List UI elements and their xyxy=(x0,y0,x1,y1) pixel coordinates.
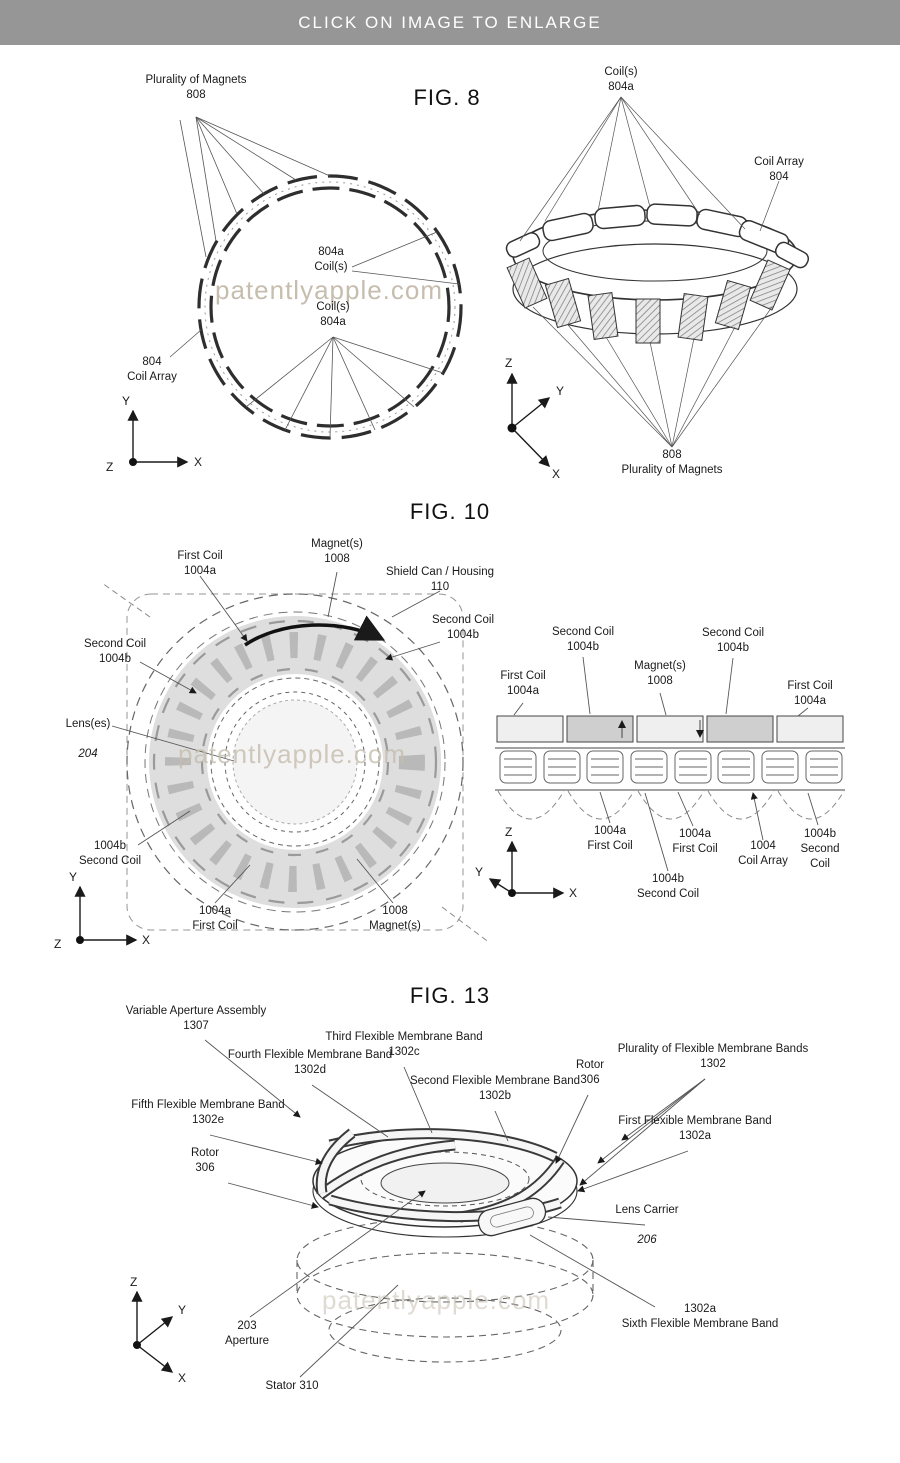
enlarge-banner: CLICK ON IMAGE TO ENLARGE xyxy=(0,0,900,45)
fig10-cs-label-first-coil-bottom-1: 1004a First Coil xyxy=(587,825,633,852)
fig8-axis-right xyxy=(506,372,551,468)
fig10-axis-right xyxy=(488,840,565,899)
fig8-label-plurality-of-magnets-bottom: 808 Plurality of Magnets xyxy=(621,449,723,476)
fig13-label-rotor-left: Rotor 306 xyxy=(190,1147,220,1174)
fig8-axis-left xyxy=(127,409,189,468)
fig10-axis-right-x: X xyxy=(569,886,577,900)
fig10-label-lenses-num: 204 xyxy=(78,747,98,760)
watermark-fig10: patentlyapple.com xyxy=(178,739,407,769)
fig10-axis-left xyxy=(74,885,138,946)
patent-figure-image[interactable]: Y X Z xyxy=(0,45,900,1463)
fig8-label-coils-top-right: Coil(s) 804a xyxy=(604,66,638,93)
fig13-label-third-band: Third Flexible Membrane Band 1302c xyxy=(325,1031,483,1058)
enlarge-banner-text: CLICK ON IMAGE TO ENLARGE xyxy=(298,12,602,32)
fig10-label-magnets-bottom: 1008 Magnet(s) xyxy=(369,905,421,932)
fig8-top-view-drawing: Y X Z xyxy=(106,116,463,474)
fig10-label-second-coil-bottom-left: 1004b Second Coil xyxy=(78,840,141,867)
fig10-cs-label-second-coil-bottom: 1004b Second Coil xyxy=(636,873,699,900)
fig13-axis xyxy=(131,1290,174,1373)
fig13-label-fifth-band: Fifth Flexible Membrane Band 1302e xyxy=(131,1099,285,1126)
fig8-label-coils-center-2: Coil(s) 804a xyxy=(316,301,350,328)
fig8-label-coils-center-1: 804a Coil(s) xyxy=(314,246,348,273)
fig10-title: FIG. 10 xyxy=(409,499,491,524)
fig10-label-shield-can-housing: Shield Can / Housing 110 xyxy=(385,566,495,593)
fig10-ring-drawing: Y X Z xyxy=(54,571,491,951)
fig8-axis-right-z: Z xyxy=(505,356,512,370)
watermark-fig13: patentlyapple.com xyxy=(322,1285,551,1315)
fig8-axis-right-x: X xyxy=(552,467,560,481)
fig13-label-lens-carrier-num: 206 xyxy=(637,1233,657,1246)
fig8-axis-right-y: Y xyxy=(556,384,564,398)
fig10-label-lenses: Lens(es) 204 xyxy=(43,702,133,777)
fig8-title: FIG. 8 xyxy=(413,85,481,110)
fig8-axis-left-x: X xyxy=(194,455,202,469)
fig10-label-lenses-name: Lens(es) xyxy=(65,717,111,730)
fig10-axis-left-x: X xyxy=(142,933,150,947)
fig13-label-second-band: Second Flexible Membrane Band 1302b xyxy=(409,1075,581,1102)
fig8-label-coil-array-right: Coil Array 804 xyxy=(754,156,804,183)
fig13-axis-z: Z xyxy=(130,1275,137,1289)
fig8-perspective-drawing: Z Y X xyxy=(505,96,810,481)
fig10-label-second-coil-left: Second Coil 1004b xyxy=(83,638,146,665)
fig10-axis-left-z: Z xyxy=(54,937,61,951)
fig13-label-variable-aperture-assembly: Variable Aperture Assembly 1307 xyxy=(125,1005,267,1032)
fig10-cs-label-second-coil-bottom-right: 1004b Second Coil xyxy=(800,828,840,870)
fig8-label-coil-array-left: 804 Coil Array xyxy=(127,356,177,383)
fig10-axis-right-y: Y xyxy=(475,865,483,879)
fig13-axis-y: Y xyxy=(178,1303,186,1317)
fig8-axis-left-y: Y xyxy=(122,394,130,408)
fig10-cross-section-drawing: Z X Y xyxy=(475,656,845,900)
fig13-label-plurality-of-bands: Plurality of Flexible Membrane Bands 130… xyxy=(617,1043,809,1070)
fig10-axis-right-z: Z xyxy=(505,825,512,839)
watermark-fig8: patentlyapple.com xyxy=(215,275,444,305)
fig13-assembly-drawing: Z Y X xyxy=(130,1039,706,1385)
fig10-axis-left-y: Y xyxy=(69,870,77,884)
fig13-label-lens-carrier: Lens Carrier 206 xyxy=(597,1188,697,1263)
fig13-label-sixth-band: 1302a Sixth Flexible Membrane Band xyxy=(621,1303,779,1330)
fig13-label-first-band: First Flexible Membrane Band 1302a xyxy=(618,1115,772,1142)
fig8-label-plurality-of-magnets-top: Plurality of Magnets 808 xyxy=(145,74,247,101)
fig13-axis-x: X xyxy=(178,1371,186,1385)
fig10-cs-label-first-coil-bottom-2: 1004a First Coil xyxy=(672,828,718,855)
fig13-label-fourth-band: Fourth Flexible Membrane Band 1302d xyxy=(227,1049,393,1076)
fig13-label-rotor-right: Rotor 306 xyxy=(575,1059,605,1086)
fig10-label-magnets-top: Magnet(s) 1008 xyxy=(311,538,363,565)
patent-figures-drawing: Y X Z xyxy=(54,96,845,1385)
fig10-cs-label-first-coil-left: First Coil 1004a xyxy=(500,670,546,697)
fig10-label-first-coil-top: First Coil 1004a xyxy=(177,550,223,577)
fig10-cs-label-magnets: Magnet(s) 1008 xyxy=(634,660,686,687)
fig10-label-second-coil-right: Second Coil 1004b xyxy=(431,614,494,641)
fig13-label-lens-carrier-name: Lens Carrier xyxy=(615,1203,679,1216)
fig8-axis-left-z: Z xyxy=(106,460,113,474)
fig10-cs-label-second-coil-right: Second Coil 1004b xyxy=(701,627,764,654)
fig10-cs-label-first-coil-right: First Coil 1004a xyxy=(787,680,833,707)
fig13-label-aperture: 203 Aperture xyxy=(224,1320,270,1347)
fig10-label-first-coil-bottom: 1004a First Coil xyxy=(192,905,238,932)
fig13-title: FIG. 13 xyxy=(409,983,491,1008)
fig13-label-stator: Stator 310 xyxy=(265,1380,319,1392)
fig10-cs-label-second-coil-left: Second Coil 1004b xyxy=(551,626,614,653)
fig10-cs-label-coil-array: 1004 Coil Array xyxy=(738,840,788,867)
